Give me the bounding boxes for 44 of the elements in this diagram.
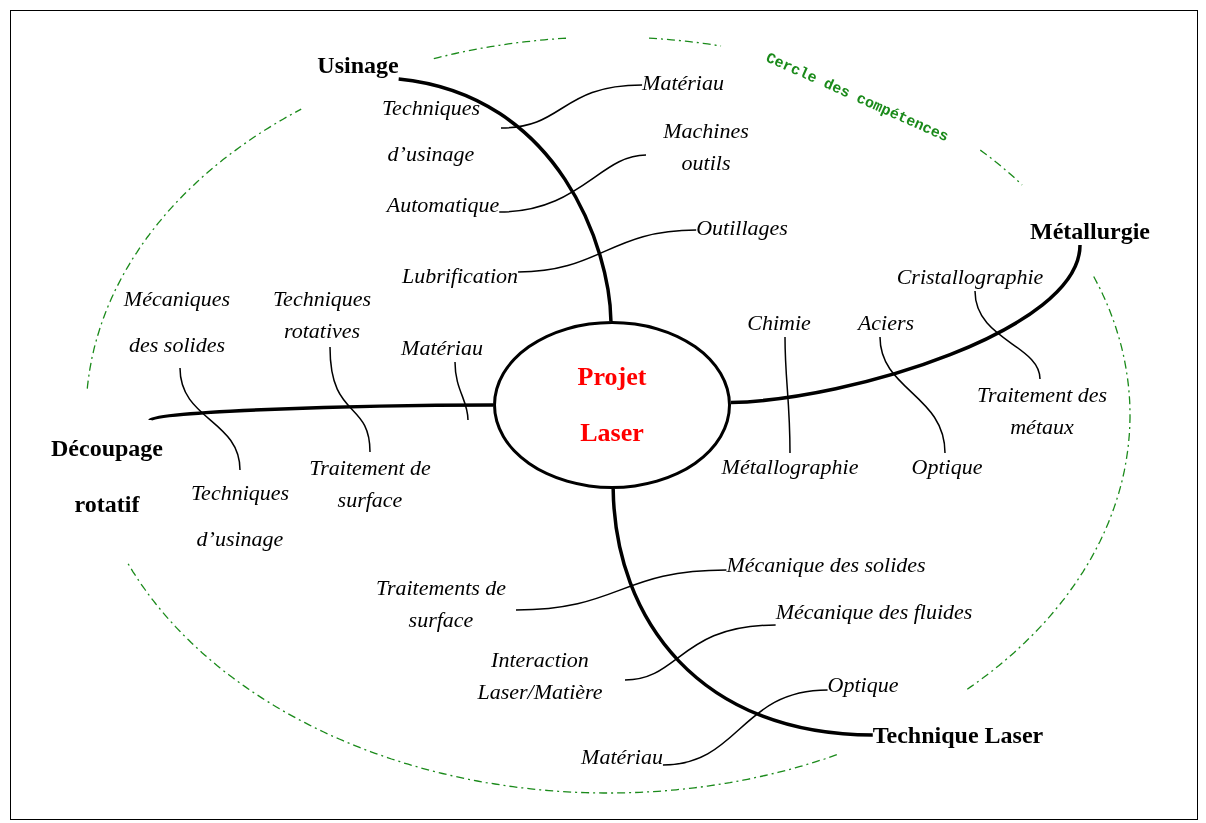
branch-line: [611, 488, 873, 737]
topic-label: Machines outils: [663, 118, 749, 175]
topic-label: Traitement des métaux: [976, 382, 1108, 439]
topic-label: Matériau: [401, 335, 483, 360]
topic-label: Mécanique des fluides: [775, 599, 973, 624]
topic-label: Traitement de surface: [309, 455, 431, 512]
topic-label: Matériau: [581, 744, 663, 769]
connector-line: [515, 569, 728, 611]
connector-line: [974, 290, 1041, 380]
connector-line: [498, 154, 647, 213]
branch-line: [730, 244, 1082, 405]
topic-label: Mécaniques des solides: [123, 286, 231, 357]
connector-line: [517, 229, 697, 273]
branch-title: Usinage: [317, 52, 399, 78]
branch-line: [149, 403, 493, 422]
topic-label: Traitements de surface: [375, 575, 507, 632]
topic-label: Métallographie: [721, 454, 859, 479]
topic-label: Techniques d’usinage: [190, 480, 290, 551]
topic-label: Optique: [911, 454, 983, 479]
topic-label: Outillages: [696, 215, 788, 240]
topic-label: Lubrification: [401, 263, 519, 288]
center-title: Projet Laser: [577, 362, 647, 447]
branch-title: Technique Laser: [872, 722, 1044, 748]
topic-label: Techniques d’usinage: [381, 95, 481, 166]
connector-line: [784, 336, 791, 454]
topic-label: Mécanique des solides: [726, 552, 926, 577]
connector-line: [879, 336, 946, 454]
connector-line: [329, 346, 371, 453]
topic-label: Optique: [827, 672, 899, 697]
connector-line: [179, 367, 241, 471]
topic-label: Automatique: [386, 192, 500, 217]
branch-line: [398, 77, 613, 322]
connector-line: [624, 624, 777, 681]
branch-title: Métallurgie: [1030, 218, 1150, 244]
connector-line: [454, 361, 469, 421]
topic-label: Aciers: [857, 310, 915, 335]
topic-label: Techniques rotatives: [272, 286, 372, 343]
topic-label: Chimie: [747, 310, 811, 335]
connector-line: [662, 689, 829, 766]
topic-label: Cristallographie: [896, 264, 1044, 289]
connector-line: [500, 84, 643, 129]
topic-label: Interaction Laser/Matière: [477, 647, 603, 704]
branch-title: Découpage rotatif: [51, 435, 163, 517]
topic-label: Matériau: [642, 70, 724, 95]
